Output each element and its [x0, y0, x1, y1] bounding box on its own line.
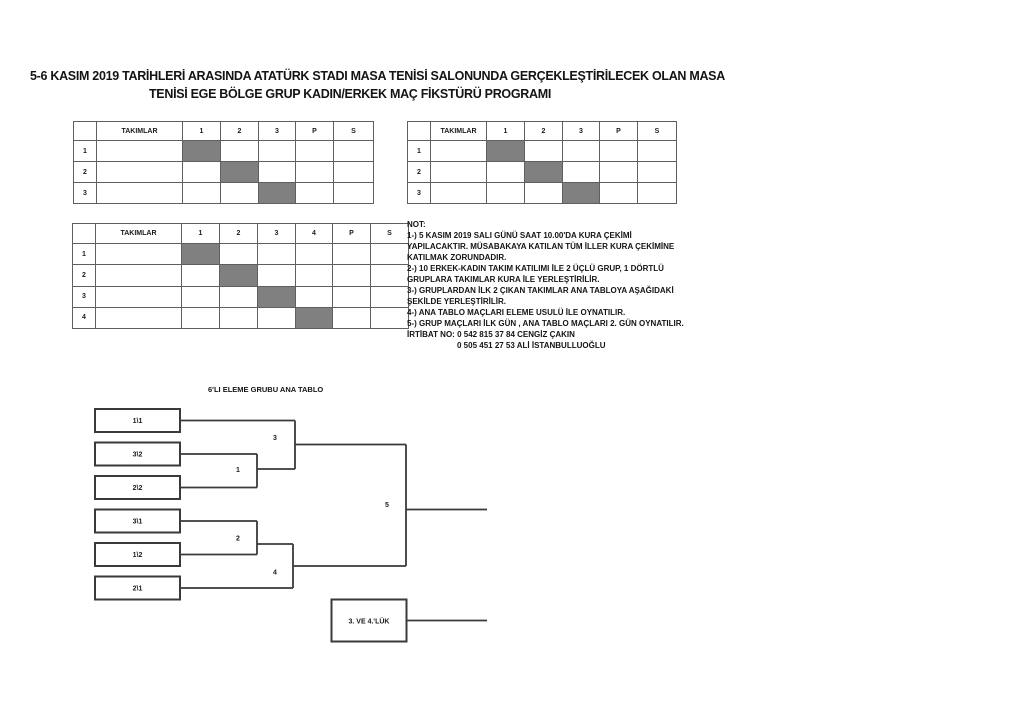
table-row: 3	[407, 182, 677, 204]
table-row: 1	[72, 242, 409, 266]
table-row: 3	[72, 285, 409, 308]
notes-block: NOT: 1-) 5 KASIM 2019 SALI GÜNÜ SAAT 10.0…	[407, 219, 737, 351]
match-number-2: 2	[236, 536, 240, 543]
note-line: KATILMAK ZORUNDADIR.	[407, 253, 507, 262]
bracket-slot-box-5	[94, 542, 181, 567]
bracket-slot-box-6	[94, 575, 181, 601]
table-row: 1	[73, 140, 374, 162]
bracket-slot-box-3	[94, 475, 181, 500]
note-line: 2-) 10 ERKEK-KADIN TAKIM KATILIMI İLE 2 …	[407, 264, 664, 273]
result-cell	[637, 182, 677, 204]
bracket-slot-label-1: 1\1	[133, 418, 143, 425]
table-row: 4	[72, 306, 409, 330]
note-line: 5-) GRUP MAÇLARI İLK GÜN , ANA TABLO MAÇ…	[407, 319, 684, 328]
title-line-2: TENİSİ EGE BÖLGE GRUP KADIN/ERKEK MAÇ Fİ…	[148, 87, 552, 101]
result-cell	[333, 182, 374, 204]
match3-connector	[294, 420, 406, 469]
bracket-slot-label-5: 1\2	[133, 552, 143, 559]
match-number-5: 5	[385, 502, 389, 509]
note-line: 0 505 451 27 53 ALİ İSTANBULLUOĞLU	[457, 341, 606, 350]
self-match-cell	[220, 161, 259, 183]
note-line: 3-) GRUPLARDAN İLK 2 ÇIKAN TAKIMLAR ANA …	[407, 286, 674, 295]
self-match-cell	[182, 140, 221, 162]
note-line: 4-) ANA TABLO MAÇLARI ELEME USULÜ İLE OY…	[407, 308, 626, 317]
note-line: ŞEKİLDE YERLEŞTİRİLİR.	[407, 297, 506, 306]
note-line: NOT:	[407, 220, 426, 229]
bracket-slot-label-6: 2\1	[133, 586, 143, 593]
row-number: 3	[407, 182, 431, 204]
self-match-cell	[486, 140, 525, 162]
self-match-cell	[258, 182, 296, 204]
note-line: İRTİBAT NO: 0 542 815 37 84 CENGİZ ÇAKIN	[407, 330, 575, 339]
bracket-title: 6'LI ELEME GRUBU ANA TABLO	[208, 385, 324, 394]
match-number-1: 1	[236, 467, 240, 474]
match-number-3: 3	[273, 435, 277, 442]
table-row: 3	[73, 182, 374, 204]
bracket-slot-label-3: 2\2	[133, 485, 143, 492]
bracket-slot-label-4: 3\1	[133, 519, 143, 526]
match4-connector	[292, 544, 406, 588]
final-connector	[405, 444, 487, 566]
note-line: GRUPLARA TAKIMLAR KURA İLE YERLEŞTİRİLİR…	[407, 275, 600, 284]
result-cell	[370, 306, 409, 330]
bracket-slot-box-2	[94, 441, 181, 467]
match-number-4: 4	[273, 570, 277, 577]
note-line: 1-) 5 KASIM 2019 SALI GÜNÜ SAAT 10.00'DA…	[407, 231, 632, 240]
note-line: YAPILACAKTIR. MÜSABAKAYA KATILAN TÜM İLL…	[407, 242, 675, 251]
match1-connector	[256, 454, 295, 488]
document-title: 5-6 KASIM 2019 TARİHLERİ ARASINDA ATATÜR…	[30, 67, 725, 103]
match2-connector	[256, 521, 293, 555]
bracket-slot-box-1	[94, 408, 181, 433]
column-header: S	[370, 223, 409, 244]
bracket-slot-box-4	[94, 508, 181, 534]
third-place-label: 3. VE 4.'LÜK	[349, 617, 390, 626]
self-match-cell	[181, 242, 220, 266]
table-row: 1	[407, 140, 677, 162]
title-line-1: 5-6 KASIM 2019 TARİHLERİ ARASINDA ATATÜR…	[30, 69, 725, 83]
bracket-slot-label-2: 3\2	[133, 452, 143, 459]
third-place-box	[330, 598, 408, 643]
